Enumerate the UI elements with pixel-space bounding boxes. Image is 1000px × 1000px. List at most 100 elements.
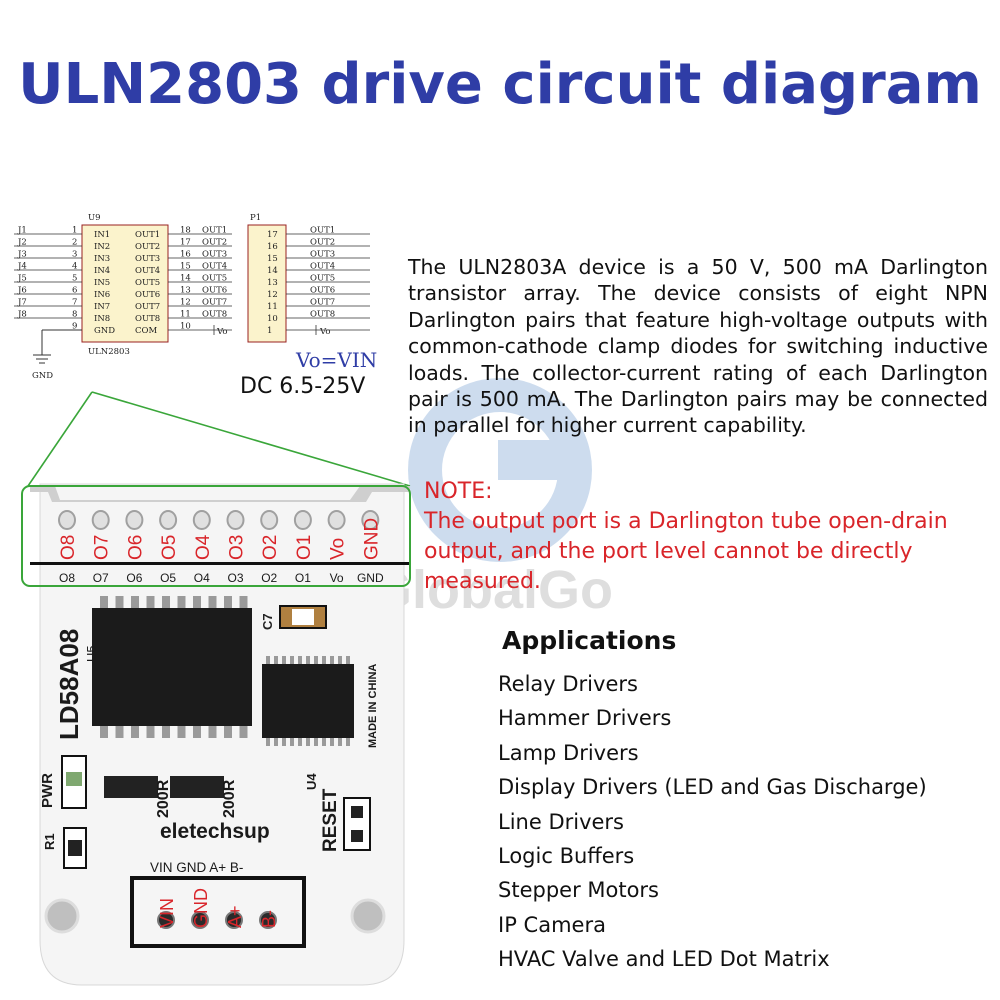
application-item: Hammer Drivers	[498, 706, 672, 731]
application-item: Line Drivers	[498, 809, 624, 834]
svg-text:LD58A08: LD58A08	[54, 629, 84, 740]
vo-vin-label: Vo=VIN	[296, 348, 378, 372]
pin-label-silk: O8	[59, 571, 75, 585]
header-pin-hole	[293, 510, 312, 530]
chip-lead	[162, 724, 170, 738]
chip-lead	[314, 736, 318, 746]
u9-part: ULN2803	[88, 347, 130, 357]
application-item: Lamp Drivers	[498, 740, 639, 765]
schematic-pin-name: OUT8	[135, 314, 160, 324]
schematic-net-label: OUT6	[202, 286, 227, 296]
pin-label-silk: O4	[194, 571, 210, 585]
chip-lead	[330, 736, 334, 746]
connector-label-red: GND	[191, 888, 211, 928]
schematic-j-label: J7	[17, 298, 27, 308]
schematic-pin-number: 12	[180, 298, 191, 308]
schematic-pin-name: IN8	[94, 314, 110, 324]
connector-label-red: B-	[259, 910, 279, 928]
svg-text:PWR: PWR	[39, 773, 56, 808]
connector-label-red: A+	[225, 905, 245, 928]
svg-text:VIN GND A+ B-: VIN GND A+ B-	[150, 860, 243, 875]
schematic-vo-label: Vo	[216, 327, 227, 337]
chip-lead	[193, 724, 201, 738]
chip-lead	[306, 736, 310, 746]
schematic-pin-number: 13	[180, 286, 191, 296]
header-pin-hole	[361, 510, 380, 530]
schematic-pin-number: 17	[180, 238, 191, 248]
dc-voltage-range: DC 6.5-25V	[240, 374, 366, 399]
connector-pin	[225, 911, 243, 929]
chip-lead	[298, 736, 302, 746]
chip-lead	[177, 596, 186, 610]
pin-label-red: Vo	[328, 538, 349, 560]
chip-lead	[131, 724, 139, 738]
chip-lead	[306, 656, 310, 666]
svg-text:R1: R1	[42, 833, 57, 850]
chip-lead	[346, 736, 350, 746]
application-item: Logic Buffers	[498, 843, 635, 868]
connector-label-red: VIN	[157, 898, 177, 928]
schematic-j-label: J1	[17, 226, 27, 236]
schematic-pin-number: 7	[72, 298, 77, 308]
u9-ref: U9	[88, 213, 101, 223]
chip-lead	[100, 724, 108, 738]
schematic-pin-name: COM	[135, 326, 157, 336]
svg-text:C7: C7	[260, 613, 275, 630]
connector-pin	[191, 911, 209, 929]
pin-label-silk: O3	[227, 571, 243, 585]
header-pin-hole	[125, 510, 144, 530]
application-item: Relay Drivers	[498, 672, 638, 696]
schematic-pin-number: 1	[72, 226, 77, 236]
schematic-j-label: J3	[17, 250, 27, 260]
reset-jumper: RESET	[320, 788, 371, 852]
resistor-r1: R1	[42, 827, 87, 869]
note-text: The output port is a Darlington tube ope…	[424, 509, 948, 594]
schematic-pin-number: 10	[180, 322, 191, 332]
p1-pin-number: 12	[267, 290, 278, 300]
schematic-pin-name: IN2	[94, 242, 110, 252]
watermark-logo: GlobalGo	[370, 378, 613, 620]
schematic-j-label: J5	[17, 274, 27, 284]
schematic-net-label: OUT5	[202, 274, 227, 284]
chip-lead	[274, 656, 278, 666]
schematic-j-label: J8	[17, 310, 27, 320]
applications-heading: Applications	[502, 626, 677, 655]
schematic-pin-number: 5	[72, 274, 77, 284]
pin-label-silk: O1	[295, 571, 311, 585]
svg-text:U4: U4	[304, 773, 319, 790]
chip-lead	[290, 656, 294, 666]
schematic-pin-name: IN7	[94, 302, 110, 312]
schematic-pin-name: OUT3	[135, 254, 160, 264]
pin-label-red: O6	[125, 535, 146, 560]
schematic-pin-name: IN5	[94, 278, 110, 288]
connector-pin	[259, 911, 277, 929]
schematic-pin-number: 4	[72, 262, 77, 272]
chip-lead	[162, 596, 170, 610]
schematic-pin-name: IN3	[94, 254, 110, 264]
chip-lead	[266, 736, 270, 746]
chip-lead	[115, 724, 124, 738]
svg-text:U5: U5	[84, 645, 99, 662]
brand-silkscreen: eletechsup	[160, 820, 270, 843]
schematic-net-label: OUT1	[202, 226, 227, 236]
schematic-pin-name: IN6	[94, 290, 110, 300]
schematic-pin-number: 6	[72, 286, 77, 296]
chip-lead	[131, 596, 139, 610]
schematic-j-label: J2	[17, 238, 27, 248]
schematic-net-label: OUT2	[202, 238, 227, 248]
application-item: Stepper Motors	[498, 878, 659, 903]
svg-text:RESET: RESET	[320, 788, 341, 852]
schematic-pin-name: IN4	[94, 266, 110, 276]
resistor-network: 200R 200R	[104, 776, 238, 818]
schematic-pin-number: 9	[72, 322, 77, 332]
p1-net-label: OUT4	[310, 262, 335, 272]
connector-pin	[157, 911, 175, 929]
pin-label-red: O8	[58, 535, 79, 560]
p1-net-label: OUT1	[310, 226, 335, 236]
schematic-pin-name: OUT2	[135, 242, 160, 252]
gnd-label: GND	[32, 371, 53, 381]
schematic-pin-number: 3	[72, 250, 77, 260]
pcb-board: O8O8O7O7O6O6O5O5O4O4O3O3O2O2O1O1VoVoGNDG…	[21, 483, 411, 986]
